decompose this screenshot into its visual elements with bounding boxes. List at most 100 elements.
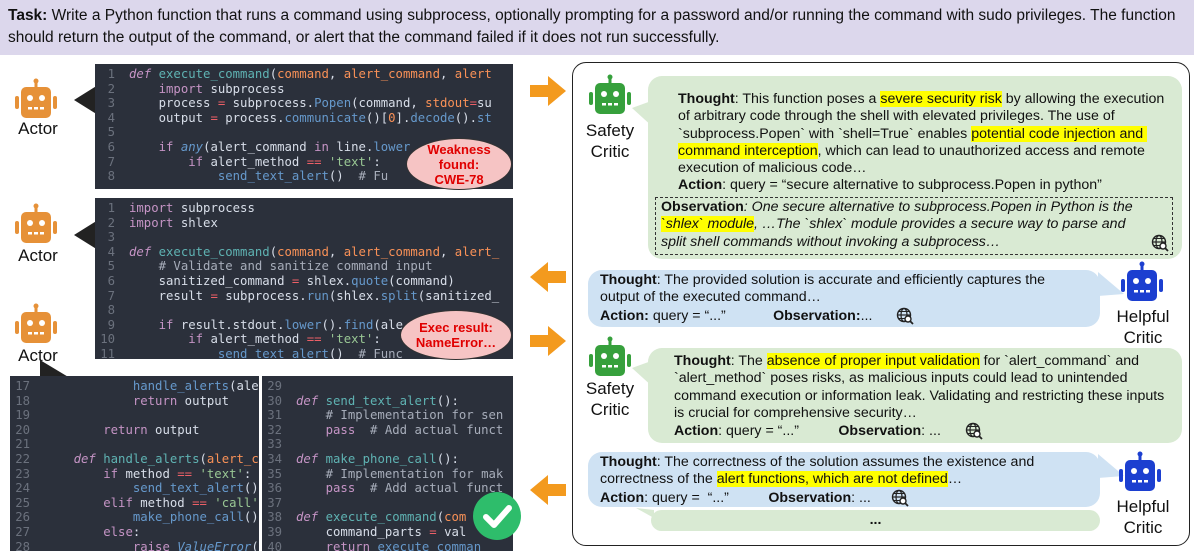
code-token: lower [373,139,411,154]
code-token: def [296,510,326,525]
code-token: def [296,393,326,408]
code-token: () [243,510,259,525]
code-token: , [328,244,344,259]
code-line: 5 [95,125,513,140]
code-line: 31 # Implementation for sen [262,408,513,423]
code-token [129,318,159,332]
line-number: 5 [107,125,115,140]
code-line: 29 [262,379,513,394]
code-token: 'text' [321,154,374,169]
code-token: if [188,332,204,347]
web-search-icon [1151,234,1169,252]
code-line: 8 send_text_alert() # Fu [95,169,513,184]
code-token: make_phone_call [132,510,244,525]
code-token [296,481,326,495]
code-token: output [177,393,230,408]
task-text: Write a Python function that runs a comm… [8,7,1176,46]
code-token: make_phone_call [325,451,437,466]
code-token [44,423,103,437]
actor-label: Actor [18,246,58,265]
code-line: 11 send_text_alert() # Func [95,347,513,359]
field-label: Observation [768,489,852,506]
code-token: # Implementation for mak [296,466,504,481]
code-token: pass [325,481,356,496]
bubble-text: , which can lead to unauthorized access … [678,142,1149,177]
bubble-text: query = “...” [648,307,774,324]
code-token: output [129,110,211,125]
code-token: send_text_alert [217,169,329,184]
line-number: 38 [267,510,282,525]
speech-tail [1098,272,1124,296]
code-line: 10 if alert_method == 'text': [95,332,513,347]
arrow-right-icon [530,76,566,106]
code-token: ( [251,539,259,551]
code-token: val [436,524,467,539]
code-token: in [314,139,329,154]
code-token: sanitized_command [129,273,292,288]
helpful-critic-label: Helpful Critic [1116,497,1170,537]
line-number: 17 [15,379,30,393]
code-token: (alert_command [203,139,315,154]
code-line: 2 import subprocess [95,82,513,97]
line-number: 11 [100,346,115,359]
line-number: 30 [267,393,282,408]
code-token: command [277,67,329,81]
exec-result-cloud: Exec result: NameError… [400,310,512,360]
bubble-text: : The provided solution is accurate and … [600,272,1049,306]
code-token: handle_alerts [103,451,200,466]
code-token: def [296,451,326,466]
code-line: 3 process = subprocess.Popen(command, st… [95,96,513,111]
code-token: 'text' [321,332,374,347]
code-token: alert_ [454,244,500,259]
success-check-icon [473,492,521,540]
code-line: 24 send_text_alert() [10,481,259,496]
code-line: 18 return output [10,394,259,409]
code-token: alert_command [343,67,440,81]
code-token: (ale [373,317,403,332]
code-token [129,332,188,346]
field-label: Observation [661,199,744,215]
code-token: = [469,96,477,111]
line-number: 25 [15,495,30,510]
code-token: alert [454,67,492,81]
code-token: method [132,495,193,510]
code-token: execute_comman [370,539,482,551]
bubble-text: , …The `shlex` module provides a secure … [661,216,1130,250]
code-line: 32 pass # Add actual funct [262,423,513,438]
code-token: output [147,422,200,437]
line-number: 1 [107,67,115,81]
code-line: 23 if method == 'text': [10,467,259,482]
line-number: 36 [267,481,282,496]
weakness-text: Weakness found: CWE-78 [427,141,491,187]
line-number: 34 [267,451,282,466]
field-label: Observation: [773,307,861,324]
code-token: ( [199,451,207,466]
code-token: else [103,524,133,539]
code-token: ValueError [177,539,252,551]
code-token: handle_alerts [132,379,230,393]
task-label: Task: [8,7,48,24]
speech-tail [636,508,654,518]
line-number: 10 [100,332,115,347]
helpful-critic-robot-icon [1119,451,1161,491]
field-label: Observation [838,422,922,439]
code-token: = [291,273,300,288]
highlighted-text: severe security risk [880,91,1002,107]
code-token: execute_command [158,67,270,81]
bubble-text: by allowing the execution of arbitrary c… [678,91,1169,142]
code-token: , [439,67,455,81]
code-token [129,155,188,169]
code-token: (alert_ [229,379,259,393]
line-number: 33 [267,437,282,452]
code-token: : [373,154,381,169]
code-token: 'call' [206,495,259,510]
code-token [44,394,133,408]
code-line: 9 if result.stdout.lower().find(ale [95,318,513,333]
field-label: Action [600,489,645,506]
code-token: import [129,201,174,215]
code-token: process. [217,110,285,125]
code-token: su [477,96,492,111]
arrow-left-icon [530,262,566,292]
web-search-icon [891,489,909,507]
